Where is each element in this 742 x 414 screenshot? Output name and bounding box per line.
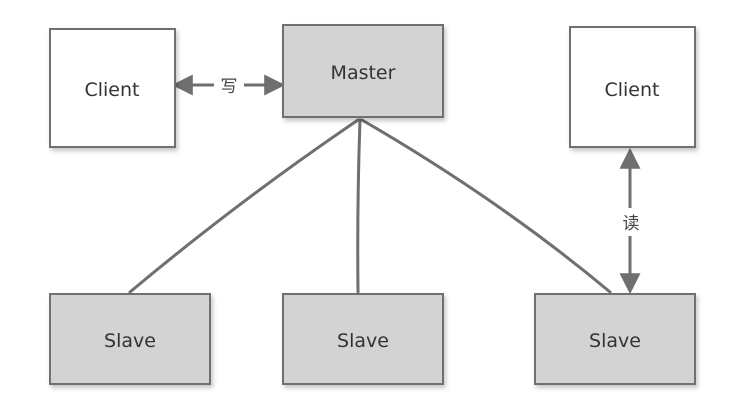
link-master-slave-middle [356, 118, 362, 294]
link-master-slave-left [128, 118, 360, 294]
client-left-node: Client [49, 28, 176, 148]
client-right-label: Client [604, 79, 659, 101]
master-node: Master [282, 24, 444, 118]
master-label: Master [331, 62, 396, 84]
slave-right-node: Slave [534, 293, 696, 385]
link-master-slave-right [360, 118, 612, 294]
write-label-bg [214, 74, 244, 98]
client-left-label: Client [84, 79, 139, 101]
slave-middle-node: Slave [282, 293, 444, 385]
read-label: 读 [623, 214, 640, 234]
client-right-node: Client [569, 26, 696, 148]
slave-right-box [534, 293, 696, 385]
slave-left-label: Slave [104, 330, 156, 352]
client-left-box [49, 28, 176, 148]
client-right-box [569, 26, 696, 148]
slave-right-label: Slave [589, 330, 641, 352]
slave-middle-label: Slave [337, 330, 389, 352]
master-box [282, 24, 444, 118]
master-slave-links [128, 118, 612, 294]
slave-middle-box [282, 293, 444, 385]
read-label-bg [619, 208, 643, 236]
slave-left-node: Slave [49, 293, 211, 385]
write-label: 写 [221, 77, 238, 97]
slave-left-box [49, 293, 211, 385]
